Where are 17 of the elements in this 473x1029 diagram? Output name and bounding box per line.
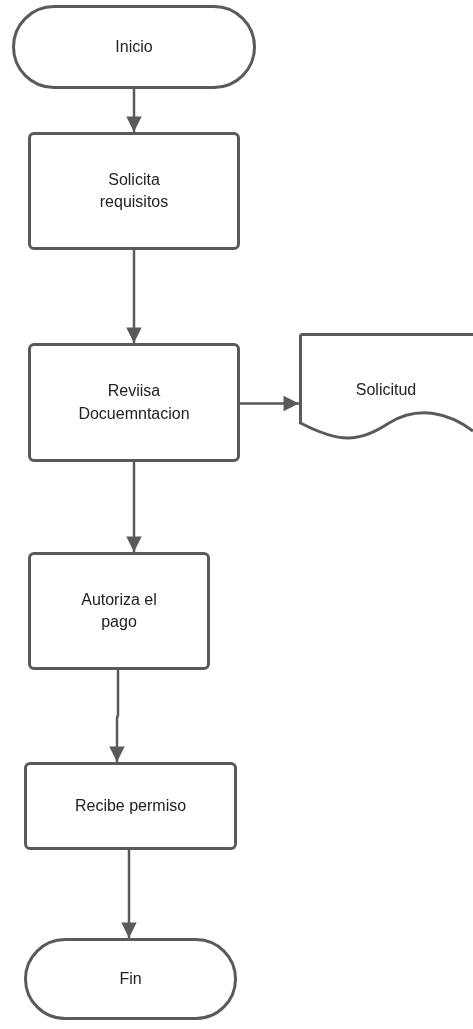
arrow bbox=[121, 850, 137, 938]
arrow bbox=[126, 89, 142, 132]
process-box bbox=[24, 762, 237, 850]
arrow bbox=[240, 395, 299, 412]
node-label: Solicita requisitos bbox=[98, 169, 170, 212]
node-label: Autoriza el pago bbox=[80, 589, 158, 632]
node-label: Recibe permiso bbox=[74, 795, 187, 816]
arrow bbox=[109, 670, 125, 762]
node-label: Solicitud bbox=[355, 380, 417, 400]
process-box bbox=[28, 552, 210, 670]
arrow bbox=[126, 250, 142, 343]
node-label: Reviisa Docuemntacion bbox=[77, 381, 191, 424]
arrow bbox=[126, 462, 142, 552]
process-box bbox=[28, 132, 240, 250]
node-label: Inicio bbox=[115, 36, 153, 57]
process-box bbox=[28, 343, 240, 462]
node-label: Fin bbox=[119, 968, 142, 989]
